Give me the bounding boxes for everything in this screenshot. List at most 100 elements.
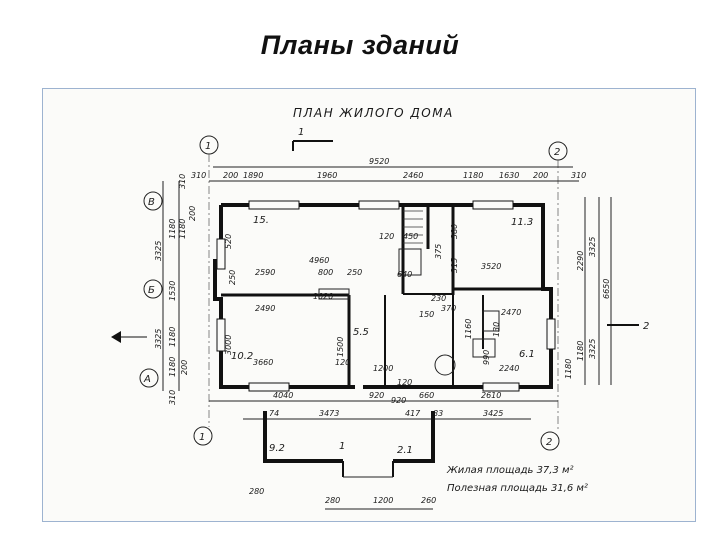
- svg-text:1180: 1180: [168, 219, 177, 239]
- svg-text:5.5: 5.5: [353, 327, 369, 338]
- axis-label-a: А: [143, 374, 151, 385]
- axis-bubble-1-bottom: [193, 426, 213, 446]
- plan-title: ПЛАН ЖИЛОГО ДОМА: [293, 106, 454, 120]
- svg-text:200: 200: [223, 171, 238, 180]
- svg-text:450: 450: [403, 232, 418, 241]
- svg-text:315: 315: [450, 258, 459, 273]
- svg-text:800: 800: [318, 268, 333, 277]
- svg-text:200: 200: [180, 360, 189, 375]
- svg-text:1960: 1960: [317, 171, 337, 180]
- svg-text:2590: 2590: [255, 268, 275, 277]
- svg-text:15.: 15.: [253, 215, 269, 226]
- svg-text:3660: 3660: [253, 358, 273, 367]
- floor-plan-frame: ПЛАН ЖИЛОГО ДОМА 1 1 2 В Б А 1 2 9520 31…: [42, 88, 696, 522]
- top-dim-chain: 310 200 1890 1960 2460 1180 1630 200 310: [191, 171, 586, 180]
- svg-text:250: 250: [228, 270, 237, 285]
- svg-text:1180: 1180: [178, 219, 187, 239]
- fixtures: [318, 248, 500, 376]
- usable-area-note: Полезная площадь 31,6 м²: [447, 483, 588, 494]
- svg-text:920: 920: [369, 391, 384, 400]
- slide-title: Планы зданий: [260, 30, 460, 60]
- svg-text:1180: 1180: [463, 171, 483, 180]
- svg-text:1500: 1500: [336, 337, 345, 357]
- svg-text:230: 230: [431, 294, 446, 303]
- svg-text:83: 83: [433, 409, 443, 418]
- svg-text:370: 370: [441, 304, 456, 313]
- svg-text:640: 640: [397, 270, 412, 279]
- svg-text:3000: 3000: [224, 335, 233, 355]
- svg-text:1180: 1180: [168, 357, 177, 377]
- svg-text:1: 1: [339, 441, 345, 452]
- svg-text:1200: 1200: [373, 364, 393, 373]
- svg-text:3325: 3325: [154, 329, 163, 349]
- svg-text:3325: 3325: [154, 241, 163, 261]
- svg-text:1890: 1890: [243, 171, 263, 180]
- svg-text:2290: 2290: [576, 251, 585, 271]
- section-mark-right: 2: [643, 321, 649, 332]
- svg-text:260: 260: [421, 496, 436, 505]
- svg-text:2240: 2240: [499, 364, 519, 373]
- svg-text:1020: 1020: [313, 292, 333, 301]
- svg-text:3473: 3473: [319, 409, 339, 418]
- room-numbers: 15. 11.3 10.2 6.1 5.5 9.2 2.1 1: [231, 215, 535, 456]
- axis-bubble-b: [143, 279, 163, 299]
- svg-text:4040: 4040: [273, 391, 293, 400]
- svg-text:1160: 1160: [464, 319, 473, 339]
- stair-hatch: [403, 210, 423, 244]
- svg-text:130: 130: [492, 322, 501, 337]
- svg-text:10.2: 10.2: [231, 351, 253, 362]
- svg-text:11.3: 11.3: [511, 217, 533, 228]
- section-mark-top: 1: [298, 127, 304, 138]
- svg-text:2460: 2460: [403, 171, 423, 180]
- axis-label-1-bottom: 1: [199, 432, 205, 443]
- floor-plan-drawing: ПЛАН ЖИЛОГО ДОМА 1 1 2 В Б А 1 2 9520 31…: [111, 106, 649, 510]
- svg-text:660: 660: [419, 391, 434, 400]
- svg-text:250: 250: [347, 268, 362, 277]
- svg-text:4960: 4960: [309, 256, 329, 265]
- svg-text:1180: 1180: [168, 327, 177, 347]
- svg-text:74: 74: [269, 409, 279, 418]
- axis-bubble-v: [143, 191, 163, 211]
- living-area-note: Жилая площадь 37,3 м²: [446, 465, 574, 476]
- svg-text:6650: 6650: [602, 279, 611, 299]
- interior-dims: 4960 2590 800 250 2490 3000 3660 120 102…: [224, 224, 521, 405]
- svg-text:310: 310: [168, 390, 177, 405]
- porch-walls: [263, 411, 435, 510]
- axis-label-2-top: 2: [554, 147, 560, 158]
- svg-text:2.1: 2.1: [397, 445, 413, 456]
- svg-text:375: 375: [434, 244, 443, 259]
- svg-text:280: 280: [249, 487, 264, 496]
- svg-text:120: 120: [397, 378, 412, 387]
- svg-text:150: 150: [419, 310, 434, 319]
- right-dim-chain: 3325 2290 6650 3325 1180 1180: [564, 237, 611, 379]
- north-arrow: [111, 331, 147, 343]
- svg-text:280: 280: [325, 496, 340, 505]
- axis-label-2-bottom: 2: [546, 437, 552, 448]
- svg-text:9.2: 9.2: [269, 443, 285, 454]
- svg-text:417: 417: [405, 409, 421, 418]
- svg-text:310: 310: [571, 171, 586, 180]
- axis-bubble-a: [139, 368, 159, 388]
- axis-label-1-top: 1: [205, 141, 211, 152]
- svg-text:1180: 1180: [564, 359, 573, 379]
- svg-text:2610: 2610: [481, 391, 501, 400]
- svg-text:2470: 2470: [501, 308, 521, 317]
- svg-text:310: 310: [191, 171, 206, 180]
- svg-text:380: 380: [450, 224, 459, 239]
- svg-text:990: 990: [482, 350, 491, 365]
- svg-text:200: 200: [188, 206, 197, 221]
- bottom-dim-chain: 4040 920 660 2610 74 3473 417 83 3425 28…: [249, 391, 503, 505]
- svg-text:120: 120: [379, 232, 394, 241]
- svg-text:520: 520: [224, 234, 233, 249]
- svg-text:3425: 3425: [483, 409, 503, 418]
- svg-text:1630: 1630: [499, 171, 519, 180]
- windows: [216, 200, 556, 392]
- top-overall-dim: 9520: [369, 157, 389, 166]
- svg-text:120: 120: [335, 358, 350, 367]
- svg-text:200: 200: [533, 171, 548, 180]
- left-dim-chain: 310 200 1180 1180 3325 1530 3325 1180 11…: [154, 174, 197, 405]
- svg-text:1530: 1530: [168, 281, 177, 301]
- svg-text:1200: 1200: [373, 496, 393, 505]
- svg-text:3325: 3325: [588, 237, 597, 257]
- svg-text:6.1: 6.1: [519, 349, 535, 360]
